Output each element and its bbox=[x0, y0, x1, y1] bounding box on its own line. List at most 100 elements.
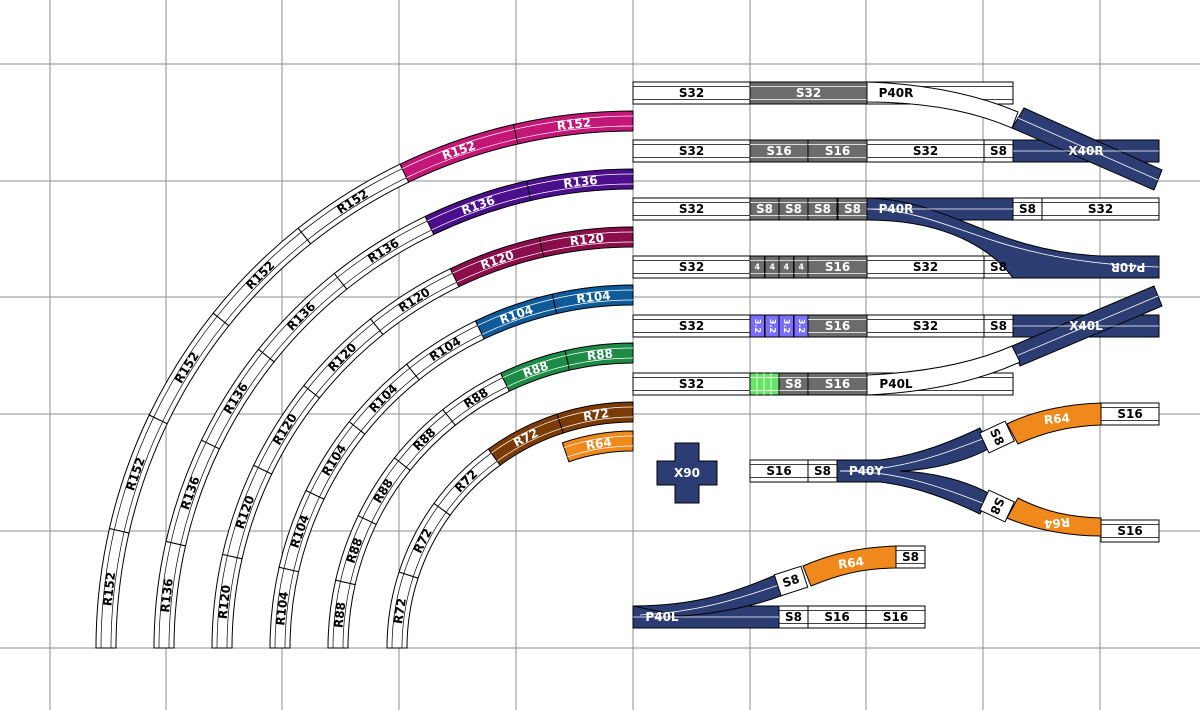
track-label: S32 bbox=[679, 319, 704, 333]
curve-label: R72 bbox=[391, 597, 409, 625]
straight-track bbox=[1041, 197, 1160, 221]
curve-label: R64 bbox=[1043, 515, 1070, 531]
curve-rail bbox=[507, 364, 569, 388]
track-label: S16 bbox=[883, 610, 908, 624]
curve-rail bbox=[123, 421, 164, 532]
track-label: S16 bbox=[825, 319, 850, 333]
curve-rail bbox=[452, 242, 541, 274]
curve-rail bbox=[540, 231, 634, 243]
rail bbox=[1017, 117, 1159, 181]
track-label: S8 bbox=[814, 464, 831, 478]
track-label: S16 bbox=[825, 377, 850, 391]
curve-rail bbox=[319, 430, 362, 498]
track-label: S16 bbox=[1117, 407, 1142, 421]
track-label: S16 bbox=[766, 464, 791, 478]
curve-rail bbox=[401, 576, 414, 649]
straight-track bbox=[978, 420, 1016, 454]
curve-rail bbox=[343, 229, 432, 286]
curve-rail bbox=[373, 272, 453, 324]
track-label: S8 bbox=[781, 572, 801, 591]
curve-rail bbox=[502, 355, 567, 379]
straight-track bbox=[865, 605, 926, 629]
rotated-track bbox=[978, 489, 1016, 523]
rail bbox=[839, 437, 986, 472]
curve-rail bbox=[405, 420, 453, 468]
track-label: S32 bbox=[1088, 202, 1113, 216]
curve-rail bbox=[315, 330, 381, 396]
track-label: S8 bbox=[990, 260, 1007, 274]
track-label: S8 bbox=[987, 426, 1007, 447]
point-label: P40R bbox=[1111, 260, 1146, 274]
crossing-diagonal bbox=[1011, 107, 1163, 191]
curve-rail bbox=[566, 347, 634, 356]
curve-rail bbox=[402, 128, 515, 169]
curve-rail bbox=[170, 442, 207, 543]
curve-rail bbox=[437, 452, 492, 507]
crossing-label: X40L bbox=[1069, 319, 1103, 333]
curve-segment bbox=[561, 430, 634, 463]
curve-label: R72 bbox=[582, 406, 610, 424]
straight-tracks bbox=[632, 81, 1160, 629]
track-label: S8 bbox=[990, 319, 1007, 333]
y-point bbox=[836, 427, 991, 515]
curve-rail bbox=[168, 544, 181, 649]
curve-segment bbox=[1006, 497, 1102, 537]
curve-rail bbox=[224, 239, 308, 323]
track-label: S16 bbox=[1117, 524, 1142, 538]
curve-segment bbox=[802, 545, 897, 587]
track-label: 3.2 bbox=[782, 319, 791, 333]
track-label: S8 bbox=[902, 550, 919, 564]
rail bbox=[839, 470, 986, 505]
curve-rail bbox=[352, 367, 411, 426]
track-label: S16 bbox=[825, 260, 850, 274]
straight-track bbox=[807, 197, 838, 221]
track-label: S32 bbox=[679, 144, 704, 158]
curve-rail bbox=[477, 298, 554, 326]
curve-rail bbox=[214, 358, 271, 447]
point-tracks bbox=[632, 81, 1163, 629]
curve-segment bbox=[556, 401, 634, 434]
track-label: S8 bbox=[756, 202, 773, 216]
curve-rail bbox=[555, 299, 634, 310]
crossing-90 bbox=[656, 442, 718, 504]
curve-label: R64 bbox=[585, 435, 613, 453]
track-label: 3.2 bbox=[797, 319, 806, 333]
curve-rail bbox=[360, 375, 417, 432]
curve-rail bbox=[403, 506, 439, 574]
curve-label: R64 bbox=[1043, 411, 1070, 427]
track-label: S32 bbox=[796, 86, 821, 100]
curve-label: R64 bbox=[837, 554, 865, 571]
curve-rail bbox=[527, 173, 634, 187]
curve-rail bbox=[445, 377, 503, 414]
curve-label: R136 bbox=[158, 578, 176, 614]
curve-rail bbox=[371, 466, 407, 523]
curve-rail bbox=[310, 424, 354, 493]
track-label: S32 bbox=[679, 86, 704, 100]
curve-segment bbox=[551, 284, 634, 315]
curve-rail bbox=[284, 570, 295, 649]
curve-rail bbox=[226, 557, 238, 649]
rail bbox=[639, 583, 783, 616]
curve-rail bbox=[342, 583, 351, 649]
point-label: P40Y bbox=[849, 464, 883, 478]
curve-rail bbox=[561, 416, 634, 429]
point-diverge bbox=[866, 197, 1160, 279]
curve-rail bbox=[445, 460, 498, 513]
curve-rail bbox=[337, 220, 428, 278]
crossing-label: X90 bbox=[674, 466, 700, 480]
track-label: S8 bbox=[1019, 202, 1036, 216]
rail bbox=[1015, 295, 1159, 357]
rail bbox=[869, 208, 1160, 268]
curve-rail bbox=[100, 529, 115, 649]
curve-rail bbox=[542, 241, 634, 253]
curve-rail bbox=[205, 352, 263, 443]
track-label: 3.2 bbox=[768, 319, 777, 333]
track-label: 3.2 bbox=[753, 319, 762, 333]
track-label: 4 bbox=[754, 263, 760, 272]
curve-rail bbox=[162, 322, 226, 422]
curve-rail bbox=[567, 445, 634, 458]
curve-rail bbox=[180, 446, 216, 545]
curve-rail bbox=[307, 322, 374, 389]
track-label: S8 bbox=[987, 495, 1007, 516]
straight-track bbox=[773, 565, 809, 597]
